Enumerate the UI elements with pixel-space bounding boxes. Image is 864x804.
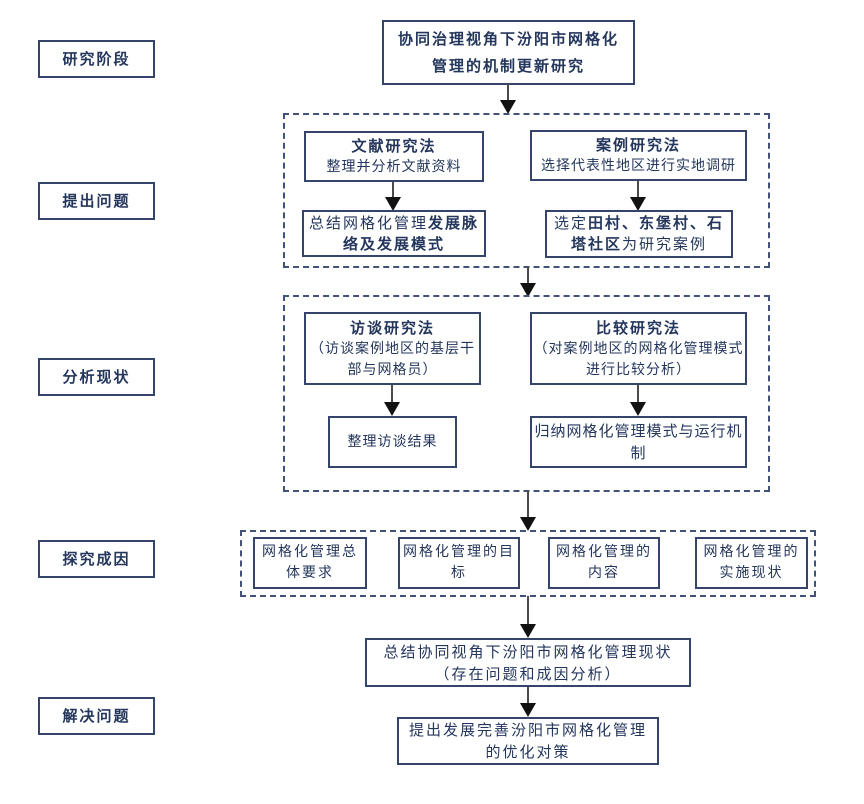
summary-box: 总结协同视角下汾阳市网格化管理现状 （存在问题和成因分析） — [365, 638, 691, 687]
stage-label-research-phase: 研究阶段 — [38, 40, 155, 78]
cause-box-overall-requirements: 网格化管理总体要求 — [253, 537, 367, 589]
compare-method-box: 比较研究法 （对案例地区的网格化管理模式进行比较分析） — [530, 312, 747, 385]
compare-method-title: 比较研究法 — [595, 318, 681, 337]
interview-method-box: 访谈研究法 （访谈案例地区的基层干部与网格员） — [304, 312, 481, 385]
cause-box-goals: 网格化管理的目标 — [398, 537, 520, 589]
arrow-phase2-to-phase3 — [519, 491, 537, 531]
case-method-subtitle: 选择代表性地区进行实地调研 — [541, 158, 736, 174]
stage-label-raise-questions: 提出问题 — [38, 182, 155, 220]
literature-method-subtitle: 整理并分析文献资料 — [326, 159, 462, 175]
arrow-phase1-to-phase2 — [519, 267, 537, 297]
compare-result-box: 归纳网格化管理模式与运行机制 — [530, 416, 747, 468]
stage-label-explore-causes: 探究成因 — [38, 540, 155, 578]
summary-line2: （存在问题和成因分析） — [434, 664, 622, 683]
case-method-title: 案例研究法 — [595, 136, 681, 154]
interview-method-subtitle: （访谈案例地区的基层干部与网格员） — [310, 340, 475, 378]
case-result-prefix: 选定 — [553, 214, 588, 232]
arrow-interview-to-result — [383, 385, 401, 416]
literature-result-prefix: 总结网格化管理 — [308, 213, 428, 232]
literature-method-title: 文献研究法 — [351, 137, 437, 155]
case-result-suffix: 为研究案例 — [622, 235, 708, 253]
arrow-title-to-phase1 — [499, 84, 517, 114]
literature-result-box: 总结网格化管理发展脉络及发展模式 — [302, 210, 486, 257]
arrow-case-to-result — [629, 181, 647, 211]
interview-result-box: 整理访谈结果 — [328, 416, 457, 468]
case-result-bold: 田村、东堡村、石塔社区 — [570, 214, 725, 253]
interview-method-title: 访谈研究法 — [349, 318, 435, 337]
arrow-summary-to-final — [519, 687, 537, 717]
compare-method-subtitle: （对案例地区的网格化管理模式进行比较分析） — [533, 340, 744, 378]
stage-label-solve-problems: 解决问题 — [38, 697, 155, 735]
title-box: 协同治理视角下汾阳市网格化管理的机制更新研究 — [382, 20, 635, 85]
cause-box-content: 网格化管理的内容 — [548, 537, 660, 589]
stage-label-analyze-status: 分析现状 — [38, 358, 155, 396]
final-box: 提出发展完善汾阳市网格化管理的优化对策 — [397, 717, 659, 765]
arrow-phase3-to-summary — [519, 596, 537, 638]
arrow-compare-to-result — [629, 385, 647, 416]
cause-box-implementation-status: 网格化管理的实施现状 — [695, 537, 808, 589]
literature-result-bold: 发展脉络及发展模式 — [342, 213, 480, 253]
summary-line1: 总结协同视角下汾阳市网格化管理现状 — [383, 642, 673, 661]
literature-method-box: 文献研究法 整理并分析文献资料 — [304, 131, 484, 182]
arrow-literature-to-result — [384, 182, 402, 211]
case-method-box: 案例研究法 选择代表性地区进行实地调研 — [530, 130, 747, 181]
case-result-box: 选定田村、东堡村、石塔社区为研究案例 — [545, 210, 733, 258]
